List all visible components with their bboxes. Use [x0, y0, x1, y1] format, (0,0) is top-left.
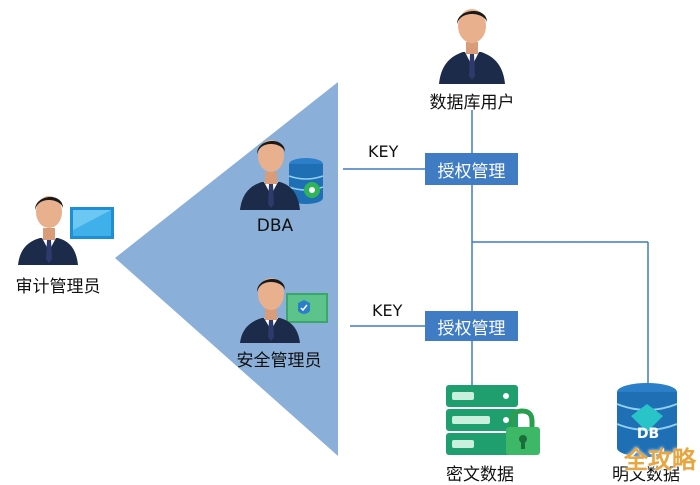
security-admin-icon: [240, 273, 332, 343]
db-user-label: 数据库用户: [429, 93, 515, 113]
authorization-box-bottom: 授权管理: [425, 311, 518, 341]
watermark: 全攻略: [624, 446, 696, 474]
plaintext-label: 明文数据: [612, 465, 680, 485]
plaintext-database-icon: [613, 382, 683, 458]
security-admin-label: 安全管理员: [236, 351, 322, 371]
authorization-box-top: 授权管理: [425, 153, 518, 185]
dba-label: DBA: [256, 216, 294, 236]
key-label-security: KEY: [372, 301, 403, 320]
db-badge: DB: [636, 426, 660, 442]
db-user-icon: [437, 2, 507, 84]
auditor-label: 审计管理员: [15, 277, 101, 297]
key-label-dba: KEY: [368, 142, 399, 161]
ciphertext-server-icon: [446, 385, 544, 457]
dba-icon: [240, 130, 330, 210]
audit-scope-triangle: [115, 82, 338, 456]
ciphertext-label: 密文数据: [446, 465, 514, 485]
auditor-icon: [18, 185, 118, 265]
